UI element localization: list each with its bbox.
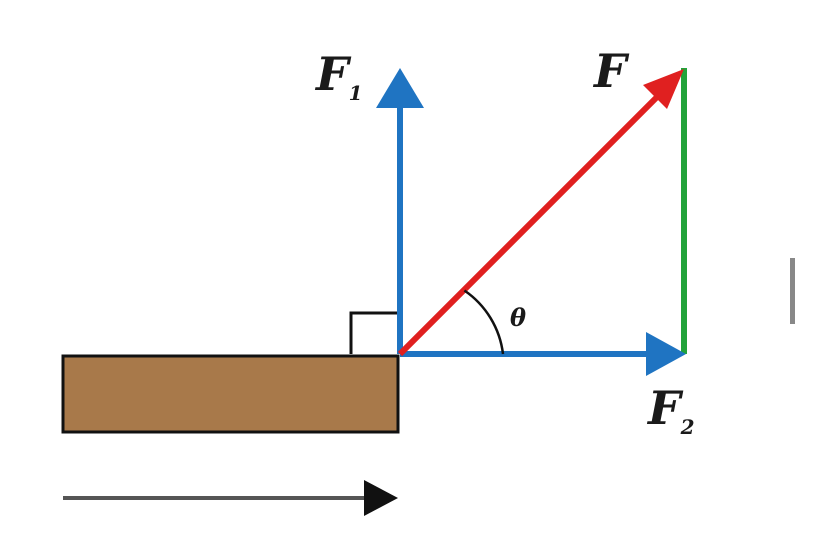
f1-label: F1 [314,47,363,105]
text-cursor [790,258,795,324]
f2-label-main: F [646,381,684,435]
angle-arc [463,289,505,355]
f1-label-main: F [314,47,352,101]
resultant-label: F [592,44,630,98]
f1-arrowhead [376,68,424,108]
f2-label: F2 [646,381,695,439]
block [61,354,400,434]
angle-theta-label: θ [510,303,526,332]
f2-label-subscript: 2 [680,415,695,439]
resultant-vector-shaft [397,94,660,357]
f2-arrowhead [646,332,686,376]
resultant-arrowhead [643,69,684,109]
f1-label-subscript: 1 [349,81,363,105]
arrow-right-icon [364,480,398,516]
right-angle-marker [349,311,398,354]
